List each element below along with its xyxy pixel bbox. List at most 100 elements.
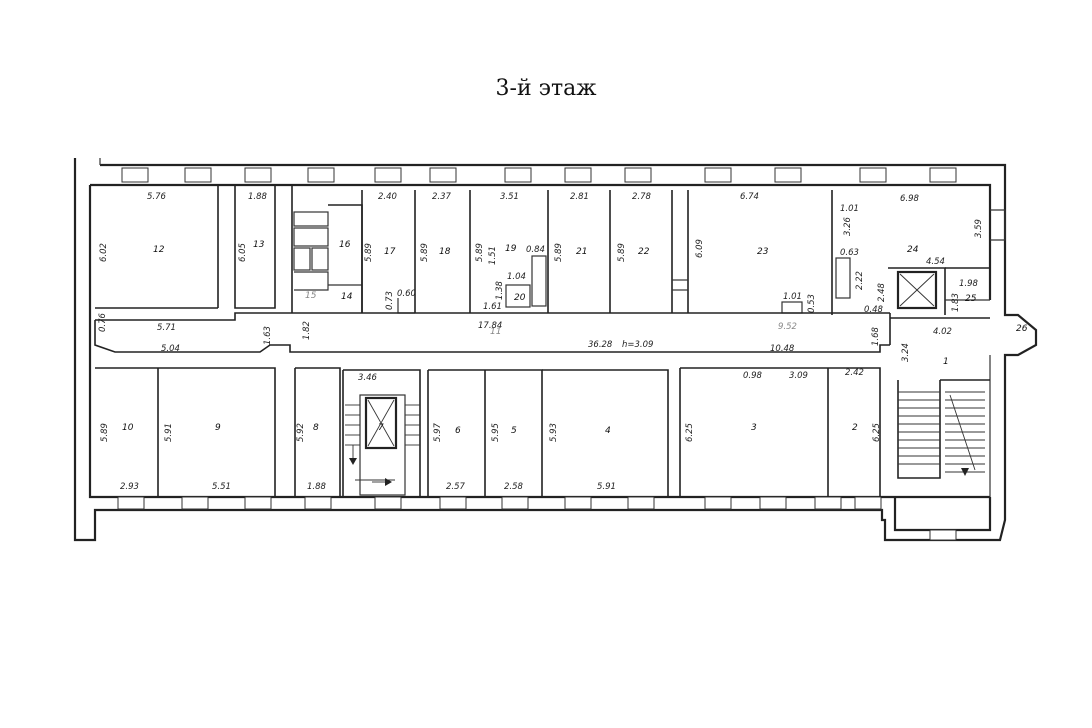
dimension: 0.53 <box>807 294 817 313</box>
dimension: 2.40 <box>378 192 397 202</box>
dimension: 5.91 <box>597 482 616 492</box>
room-label: 5 <box>511 426 517 436</box>
room-label: 8 <box>313 423 319 433</box>
room-label: 7 <box>378 423 384 433</box>
dimension: 2.37 <box>432 192 452 202</box>
room-label: 16 <box>339 240 351 250</box>
dimension: 5.89 <box>475 243 485 262</box>
dimension: 5.91 <box>164 423 174 442</box>
dimension: 1.01 <box>840 204 859 214</box>
dimension: 3.24 <box>901 343 911 362</box>
dimension: 6.05 <box>238 243 248 262</box>
room-label: 23 <box>757 247 769 257</box>
dimension: 3.51 <box>500 192 519 202</box>
room-label: 18 <box>439 247 451 257</box>
room-label: 20 <box>514 293 526 303</box>
room-label: 25 <box>965 294 977 304</box>
room-label: 19 <box>505 244 517 254</box>
dimension: 0.73 <box>385 291 395 310</box>
dimension: 1.51 <box>488 246 498 265</box>
arrow-right-icon <box>385 478 392 486</box>
arrow-down-icon <box>349 458 357 465</box>
dimension: 17.84 <box>478 321 502 331</box>
room-label: 6 <box>455 426 461 436</box>
dimension: 5.89 <box>420 243 430 262</box>
room-label: 9 <box>215 423 221 433</box>
plan-title: 3-й этаж <box>495 76 597 101</box>
dimension: 5.95 <box>491 423 501 442</box>
dimension: 0.84 <box>526 245 545 255</box>
room-label: 15 <box>305 291 317 301</box>
dimension: 1.98 <box>959 279 979 289</box>
outer-walls <box>73 158 1038 542</box>
dimension: 0.76 <box>98 312 108 332</box>
dimension: 2.48 <box>877 282 887 302</box>
dimension: 1.63 <box>263 326 273 345</box>
stair-room-1 <box>897 379 990 479</box>
room-label: 14 <box>341 292 353 302</box>
windows-top <box>121 167 957 183</box>
bottom-rooms <box>95 367 881 497</box>
dimension: 2.42 <box>845 368 864 378</box>
corridor-dimensions: 0.76 5.71 5.04 1.63 1.82 36.28 h=3.09 9.… <box>98 305 884 354</box>
stair-room-7 <box>345 404 420 481</box>
dimension: 5.89 <box>554 243 564 262</box>
dimension: 1.88 <box>248 192 268 202</box>
room-dimensions: 5.76 6.02 1.88 6.05 2.40 5.89 0.73 0.60 … <box>99 192 984 492</box>
dimension: 6.02 <box>99 243 109 262</box>
dimension: 6.25 <box>685 423 695 442</box>
dimension: 3.59 <box>974 219 984 238</box>
dimension: 1.61 <box>483 302 502 312</box>
room-label: 11 <box>490 327 501 337</box>
dimension: 1.88 <box>307 482 327 492</box>
room-label: 4 <box>605 426 611 436</box>
dimension: 5.89 <box>617 243 627 262</box>
dimension: 0.98 <box>743 371 763 381</box>
dimension: 0.60 <box>397 289 416 299</box>
dimension: 1.38 <box>495 280 505 300</box>
room-label: 24 <box>907 245 919 255</box>
dimension: 5.51 <box>212 482 231 492</box>
dimension: 1.68 <box>871 326 881 346</box>
dimension: 3.26 <box>843 216 853 236</box>
dimension: h=3.09 <box>622 340 653 350</box>
dimension: 2.57 <box>446 482 466 492</box>
dimension: 2.58 <box>504 482 524 492</box>
room-label: 2 <box>852 423 858 433</box>
dimension: 5.92 <box>296 423 306 442</box>
dimension: 1.01 <box>783 292 802 302</box>
dimension: 6.98 <box>900 194 920 204</box>
room-label: 22 <box>638 247 650 257</box>
room-label: 21 <box>576 247 587 257</box>
dimension: 2.93 <box>120 482 139 492</box>
dimension: 1.83 <box>951 293 961 312</box>
dimension: 1.82 <box>302 321 312 340</box>
room-label: 10 <box>122 423 134 433</box>
dimension: 5.76 <box>147 192 167 202</box>
room-label: 17 <box>384 247 396 257</box>
dimension: 5.93 <box>549 423 559 442</box>
dimension: 6.25 <box>872 423 882 442</box>
room-label: 12 <box>153 245 165 255</box>
dimension: 2.78 <box>632 192 652 202</box>
room-label: 13 <box>253 240 265 250</box>
dimension: 5.71 <box>157 323 176 333</box>
dimension: 5.97 <box>433 422 443 442</box>
dimension: 5.04 <box>161 344 180 354</box>
stair-arrows <box>349 445 969 486</box>
dimension: 4.02 <box>933 327 952 337</box>
dimension: 1.04 <box>507 272 526 282</box>
windows-bottom <box>117 496 957 541</box>
dimension: 36.28 <box>588 340 613 350</box>
dimension: 2.22 <box>855 271 865 290</box>
dimension: 5.89 <box>100 423 110 442</box>
dimension: 5.89 <box>364 243 374 262</box>
top-rooms <box>95 185 990 315</box>
room-label: 3 <box>751 423 757 433</box>
dimension: 0.48 <box>864 305 884 315</box>
room-label: 26 <box>1016 324 1028 334</box>
dimension: 6.74 <box>740 192 759 202</box>
arrow-down-icon <box>961 468 969 476</box>
dimension: 2.81 <box>570 192 589 202</box>
